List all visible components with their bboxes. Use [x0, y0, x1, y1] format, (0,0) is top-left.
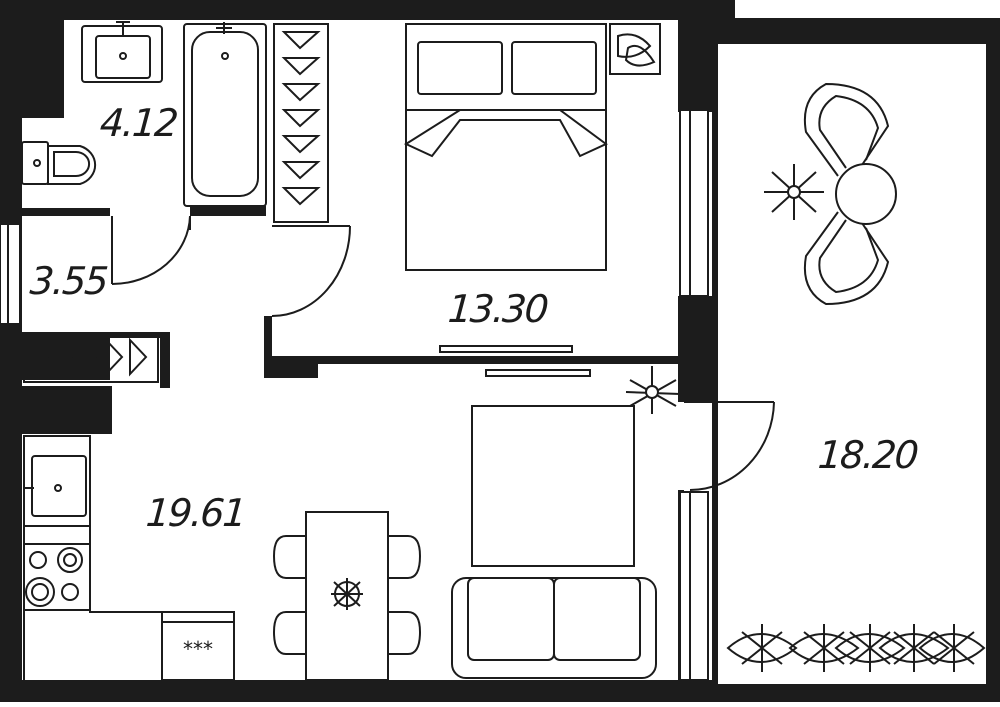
room-area-bathroom: 4.12: [98, 101, 179, 145]
sofa-icon: [451, 577, 657, 679]
dishwasher-icon: ***: [161, 611, 235, 681]
inner-walls: [0, 20, 712, 702]
tv-icon: [439, 345, 573, 353]
plant-icon: [609, 23, 661, 75]
wardrobe-icon: [23, 333, 159, 383]
tv-icon: [485, 369, 591, 377]
sink-icon: [81, 21, 163, 83]
bed-icon: [403, 23, 608, 271]
rug-icon: [471, 405, 635, 567]
room-area-bedroom: 13.30: [446, 287, 549, 331]
door-swing-icon: [111, 215, 191, 285]
room-area-loggia: 18.20: [816, 433, 919, 477]
toilet-icon: [21, 141, 97, 185]
chair-icon: [272, 535, 422, 655]
room-area-hall: 3.55: [28, 259, 109, 303]
door-swing-icon: [271, 225, 351, 317]
wardrobe-icon: [273, 23, 329, 223]
plant-icon: [764, 164, 824, 220]
window-icon: [0, 109, 709, 681]
table-icon: [835, 163, 897, 225]
room-area-kitchen-living: 19.61: [144, 491, 247, 535]
svg-text:***: ***: [183, 637, 213, 661]
kitchen-counter: [23, 436, 162, 680]
plant-icon: [625, 366, 681, 414]
chair-icon: [804, 82, 890, 306]
door-swing-icon: [684, 401, 775, 491]
plant-icon: [331, 578, 363, 610]
bathtub-icon: [183, 22, 267, 207]
plant-icon: [726, 624, 986, 672]
table-icon: [305, 511, 389, 681]
